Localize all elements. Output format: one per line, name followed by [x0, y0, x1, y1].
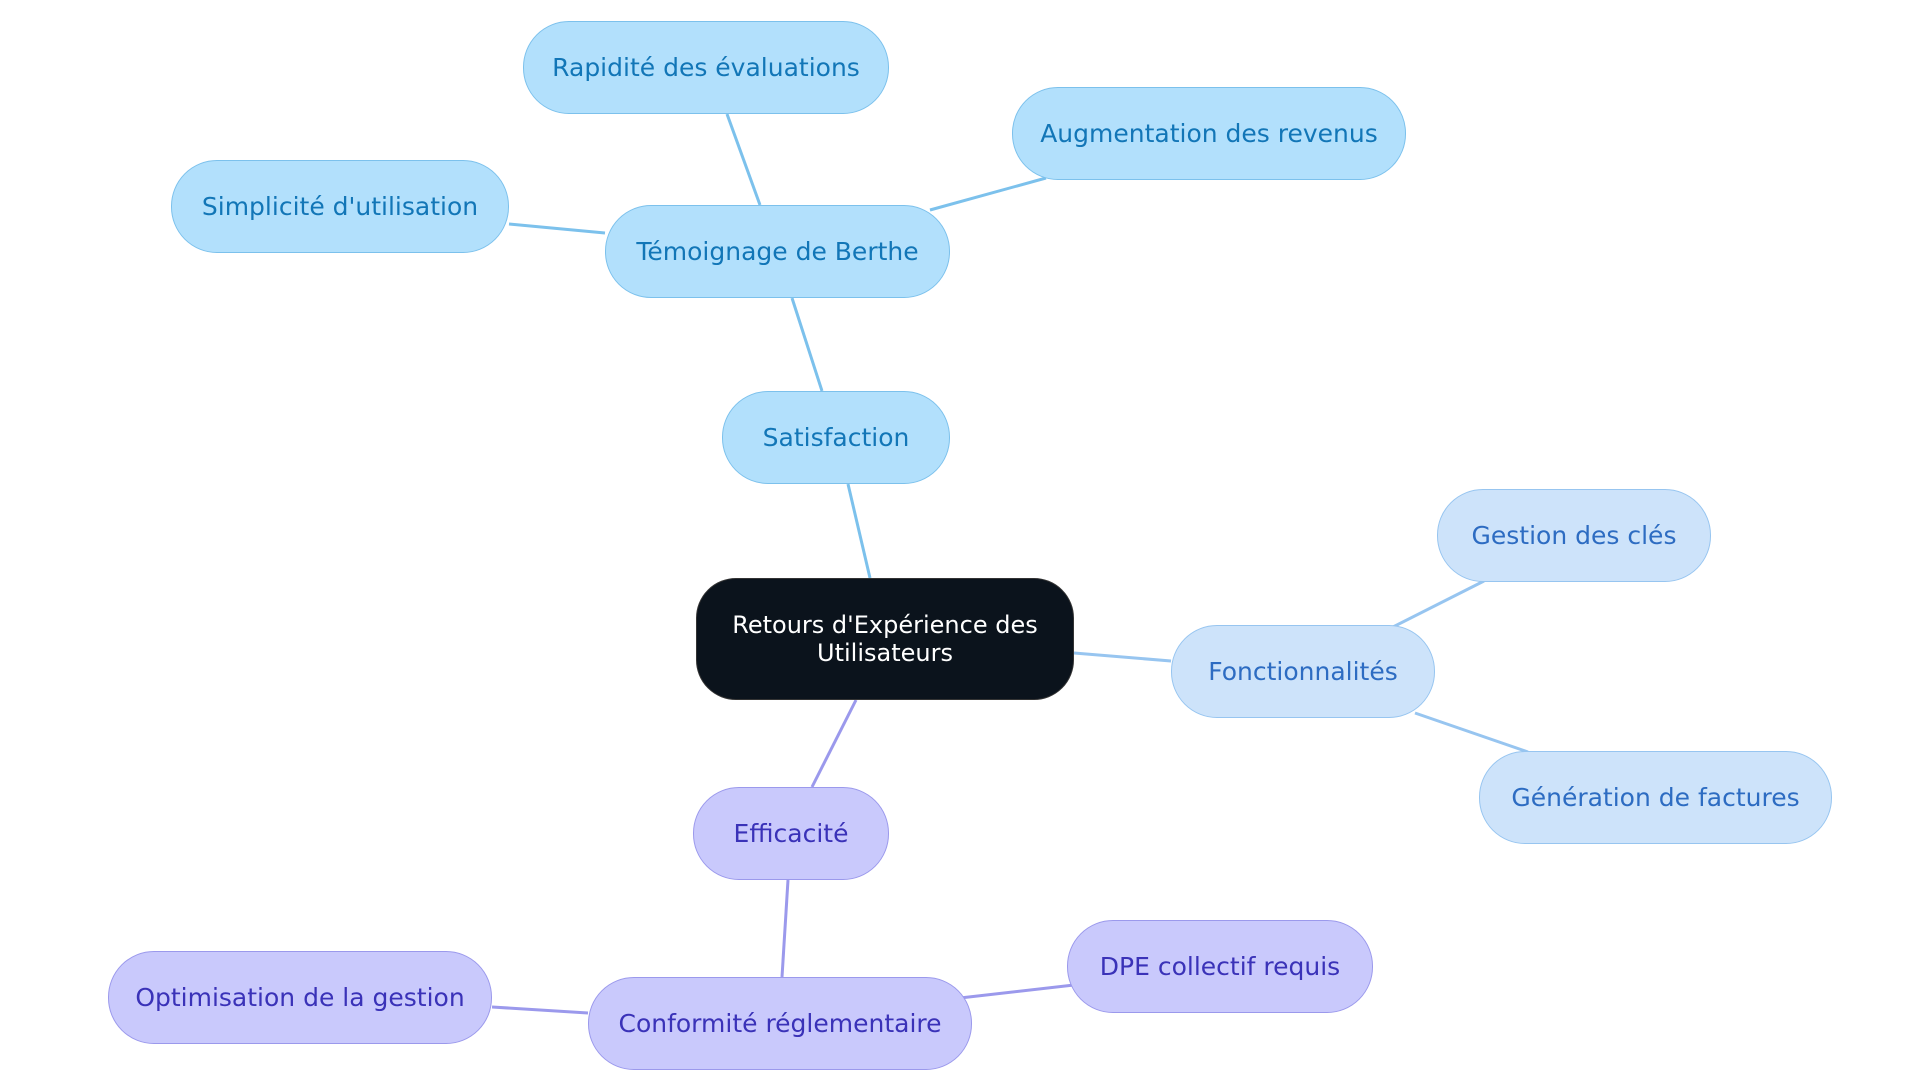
edge-temoignage-simplicite [508, 222, 606, 235]
node-dpe-collectif[interactable]: DPE collectif requis [1067, 920, 1373, 1013]
generation-factures-label: Génération de factures [1511, 782, 1800, 812]
node-temoignage-berthe[interactable]: Témoignage de Berthe [605, 205, 950, 298]
node-simplicite-utilisation[interactable]: Simplicité d'utilisation [171, 160, 509, 253]
node-augmentation-revenus[interactable]: Augmentation des revenus [1012, 87, 1406, 180]
edge-conformite-dpe [959, 983, 1075, 1000]
node-fonctionnalites[interactable]: Fonctionnalités [1171, 625, 1435, 718]
node-satisfaction[interactable]: Satisfaction [722, 391, 950, 484]
conformite-label: Conformité réglementaire [618, 1008, 942, 1038]
optimisation-label: Optimisation de la gestion [135, 982, 465, 1012]
edge-temoignage-rapidite [725, 113, 762, 206]
node-generation-factures[interactable]: Génération de factures [1479, 751, 1832, 844]
node-gestion-cles[interactable]: Gestion des clés [1437, 489, 1711, 582]
edge-temoignage-augmentation [929, 176, 1047, 212]
node-conformite-reglementaire[interactable]: Conformité réglementaire [588, 977, 972, 1070]
efficacite-label: Efficacité [733, 818, 849, 848]
node-rapidite-evaluations[interactable]: Rapidité des évaluations [523, 21, 889, 114]
temoignage-label: Témoignage de Berthe [636, 236, 919, 266]
edge-fonctionnalites-cles [1392, 579, 1485, 629]
fonctionnalites-label: Fonctionnalités [1208, 656, 1398, 686]
edge-conformite-optimisation [491, 1005, 589, 1015]
root-node[interactable]: Retours d'Expérience des Utilisateurs [696, 578, 1074, 700]
edge-fonctionnalites-factures [1414, 711, 1529, 754]
simplicite-label: Simplicité d'utilisation [201, 191, 479, 221]
rapidite-label: Rapidité des évaluations [552, 52, 860, 82]
satisfaction-label: Satisfaction [762, 422, 910, 452]
node-efficacite[interactable]: Efficacité [693, 787, 889, 880]
node-optimisation-gestion[interactable]: Optimisation de la gestion [108, 951, 492, 1044]
edge-root-fonctionnalites [1073, 651, 1172, 663]
dpe-label: DPE collectif requis [1099, 951, 1341, 981]
root-label: Retours d'Expérience des Utilisateurs [732, 611, 1038, 667]
edge-root-satisfaction [846, 483, 872, 579]
edge-root-efficacite [810, 699, 858, 788]
augmentation-label: Augmentation des revenus [1040, 118, 1378, 148]
gestion-cles-label: Gestion des clés [1471, 520, 1677, 550]
edge-efficacite-conformite [780, 879, 790, 978]
edge-satisfaction-temoignage [790, 297, 824, 392]
